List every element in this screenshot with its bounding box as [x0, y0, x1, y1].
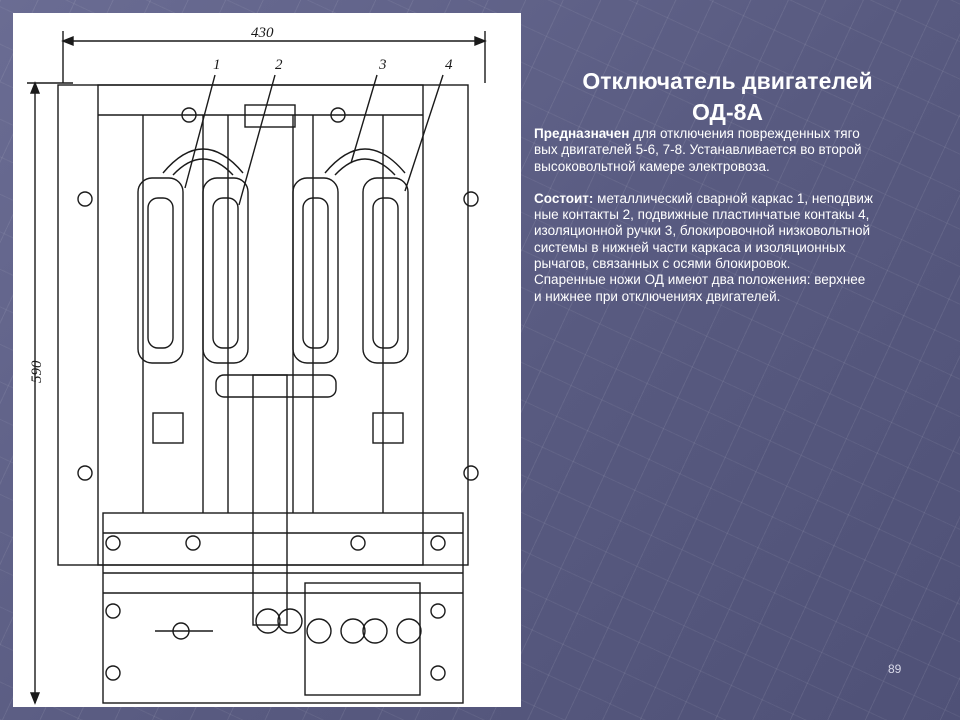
- frame-outline: [57, 84, 469, 566]
- contact-knife-3: [292, 177, 339, 364]
- slide-body: Предназначен для отключения поврежденных…: [534, 126, 944, 305]
- technical-drawing: 430 590 1 2 3 4: [13, 13, 521, 707]
- composition-row-1: Состоит: металлический сварной каркас 1,…: [534, 190, 873, 206]
- composition-row-6: Спаренные ножи ОД имеют два положения: в…: [534, 272, 866, 288]
- composition-row-5: рычагов, связанных с осями блокировок.: [534, 256, 791, 272]
- callout-2: 2: [275, 57, 283, 73]
- width-dimension-label: 430: [251, 25, 274, 41]
- page-number: 89: [888, 662, 902, 676]
- title-line-1: Отключатель двигателей: [582, 68, 873, 94]
- disconnector-drawing-svg: 430 590 1 2 3 4: [27, 25, 487, 705]
- title-line-2: ОД-8А: [691, 99, 764, 125]
- composition-row-3: изоляционной ручки 3, блокировочной низк…: [534, 223, 870, 239]
- purpose-row-2: вых двигателей 5-6, 7-8. Устанавливается…: [534, 142, 862, 158]
- slide-title: Отключатель двигателей ОД-8А: [530, 66, 925, 128]
- callout-4: 4: [445, 57, 453, 73]
- purpose-row-3: высоковольтной камере электровоза.: [534, 158, 770, 174]
- composition-row-4: системы в нижней части каркаса и изоляци…: [534, 239, 846, 255]
- insulator-left: [162, 148, 244, 174]
- insulator-right: [324, 148, 406, 174]
- composition-row-2: ные контакты 2, подвижные пластинчатые к…: [534, 207, 870, 223]
- callout-3: 3: [378, 57, 387, 73]
- callout-1: 1: [213, 57, 221, 73]
- height-dimension-label: 590: [29, 360, 45, 383]
- lower-block: [102, 512, 464, 704]
- purpose-label: Предназначен: [534, 126, 630, 141]
- contact-knife-4: [362, 177, 409, 364]
- purpose-row-1: Предназначен для отключения поврежденных…: [534, 126, 860, 141]
- contact-knife-1: [137, 177, 184, 364]
- handle: [215, 374, 337, 398]
- composition-row-7: и нижнее при отключениях двигателей.: [534, 288, 781, 304]
- contact-knife-2: [202, 177, 249, 364]
- composition-label: Состоит:: [534, 190, 594, 206]
